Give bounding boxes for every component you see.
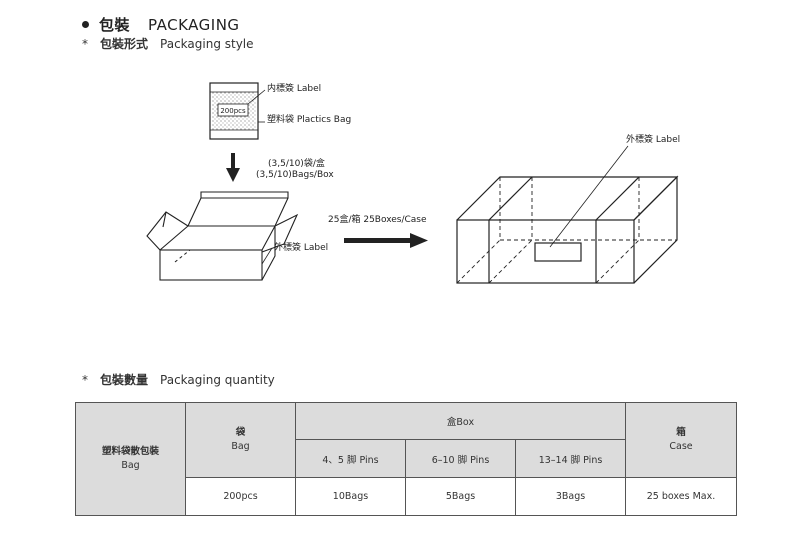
plastic-bag-text: 塑料袋 Plactics Bag xyxy=(267,113,351,125)
table-subheader-row: 4、5 脚 Pins 6–10 脚 Pins 13–14 脚 Pins xyxy=(76,439,737,478)
box-col-6-10-pins: 6–10 脚 Pins xyxy=(405,439,516,478)
packaging-style-en: Packaging style xyxy=(160,37,254,51)
bullet-icon xyxy=(82,21,89,28)
down-arrow-icon xyxy=(226,153,240,182)
packaging-quantity-table: 塑料袋散包裝 Bag 袋 Bag 盒Box 箱 Case 4、5 脚 Pins … xyxy=(75,402,737,516)
packaging-style-heading: * 包裝形式 Packaging style xyxy=(82,35,254,52)
open-box-illustration xyxy=(146,191,299,281)
bag-value-cell: 200pcs xyxy=(185,477,296,516)
inner-label-text: 内標簽 Label xyxy=(267,82,321,94)
bags-per-box-en-text: (3,5/10)Bags/Box xyxy=(256,170,334,180)
packaging-diagram: 200pcs 内標簽 Label 塑料袋 Plactics Bag (3,5/1… xyxy=(146,82,680,284)
packaging-style-zh: 包裝形式 xyxy=(100,37,149,51)
packaging-quantity-heading: * 包裝數量 Packaging quantity xyxy=(82,371,275,388)
row-header-cell: 塑料袋散包裝 Bag xyxy=(75,402,186,516)
shipping-case-illustration xyxy=(456,175,679,284)
case-header-cell: 箱 Case xyxy=(625,402,737,478)
bag-header-en: Bag xyxy=(231,441,250,452)
case-header-en: Case xyxy=(669,441,693,452)
box-4-5-value-cell: 10Bags xyxy=(295,477,406,516)
box-6-10-value-cell: 5Bags xyxy=(405,477,516,516)
box-col-13-14-pins: 13–14 脚 Pins xyxy=(515,439,626,478)
box-13-14-value-cell: 3Bags xyxy=(515,477,626,516)
packaging-quantity-zh: 包裝數量 xyxy=(100,373,149,387)
box-header-cell: 盒Box xyxy=(295,402,626,440)
bag-header-cell: 袋 Bag xyxy=(185,402,296,478)
packaging-quantity-en: Packaging quantity xyxy=(160,373,275,387)
box-col-4-5-pins: 4、5 脚 Pins xyxy=(295,439,406,478)
bags-per-box-zh-text: (3,5/10)袋/盒 xyxy=(268,157,325,169)
section-title-zh: 包裝 xyxy=(99,16,131,34)
case-value-cell: 25 boxes Max. xyxy=(625,477,737,516)
table-header-row: 塑料袋散包裝 Bag 袋 Bag 盒Box 箱 Case xyxy=(75,402,737,516)
section-title: 包裝 PACKAGING xyxy=(82,14,240,35)
bag-header-zh: 袋 xyxy=(235,427,246,438)
pcs-tag-text: 200pcs xyxy=(220,107,246,115)
asterisk-marker: * xyxy=(82,37,88,51)
row-header-en: Bag xyxy=(121,460,140,471)
right-arrow-icon xyxy=(344,233,428,248)
box-outer-label-text: 外標簽 Label xyxy=(274,241,328,253)
section-title-en: PACKAGING xyxy=(148,16,240,34)
plastic-bag-illustration: 200pcs xyxy=(209,82,259,140)
case-header-zh: 箱 xyxy=(676,427,686,438)
row-header-zh: 塑料袋散包裝 xyxy=(101,446,159,457)
table-row: 200pcs 10Bags 5Bags 3Bags 25 boxes Max. xyxy=(76,477,737,516)
boxes-per-case-text: 25盒/箱 25Boxes/Case xyxy=(328,213,427,225)
case-outer-label-text: 外標簽 Label xyxy=(626,133,680,145)
asterisk-marker-2: * xyxy=(82,373,88,387)
